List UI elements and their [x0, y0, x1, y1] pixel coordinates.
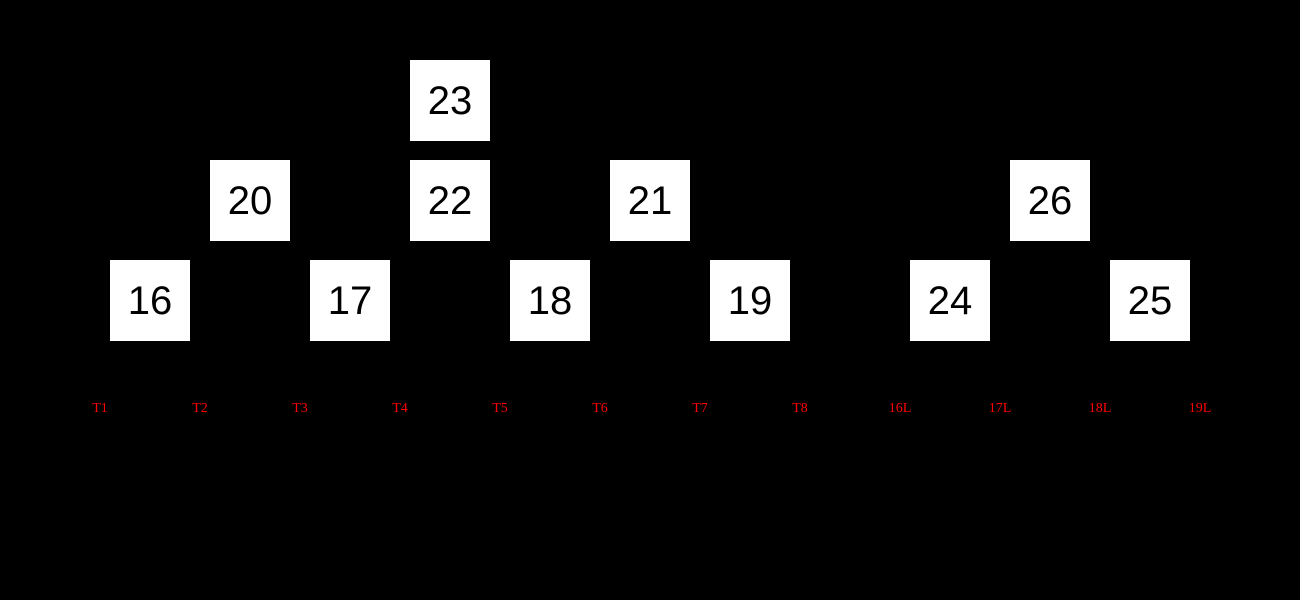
- tree-node-20[interactable]: 20: [210, 160, 290, 241]
- tree-node-17[interactable]: 17: [310, 260, 390, 341]
- axis-label-t6: T6: [592, 401, 608, 416]
- tree-node-22[interactable]: 22: [410, 160, 490, 241]
- tree-node-19[interactable]: 19: [710, 260, 790, 341]
- axis-label-18l: 18L: [1088, 401, 1112, 416]
- axis-label-t5: T5: [492, 401, 508, 416]
- tree-node-26[interactable]: 26: [1010, 160, 1090, 241]
- axis-label-t8: T8: [792, 401, 808, 416]
- axis-label-17l: 17L: [988, 401, 1012, 416]
- axis-label-t7: T7: [692, 401, 708, 416]
- tree-node-24[interactable]: 24: [910, 260, 990, 341]
- axis-label-t1: T1: [92, 401, 108, 416]
- tree-node-25[interactable]: 25: [1110, 260, 1190, 341]
- axis-label-t3: T3: [292, 401, 308, 416]
- tree-node-16[interactable]: 16: [110, 260, 190, 341]
- axis-label-t2: T2: [192, 401, 208, 416]
- axis-label-19l: 19L: [1188, 401, 1212, 416]
- tree-node-18[interactable]: 18: [510, 260, 590, 341]
- tree-node-23[interactable]: 23: [410, 60, 490, 141]
- axis-label-t4: T4: [392, 401, 408, 416]
- axis-label-16l: 16L: [888, 401, 912, 416]
- tree-node-21[interactable]: 21: [610, 160, 690, 241]
